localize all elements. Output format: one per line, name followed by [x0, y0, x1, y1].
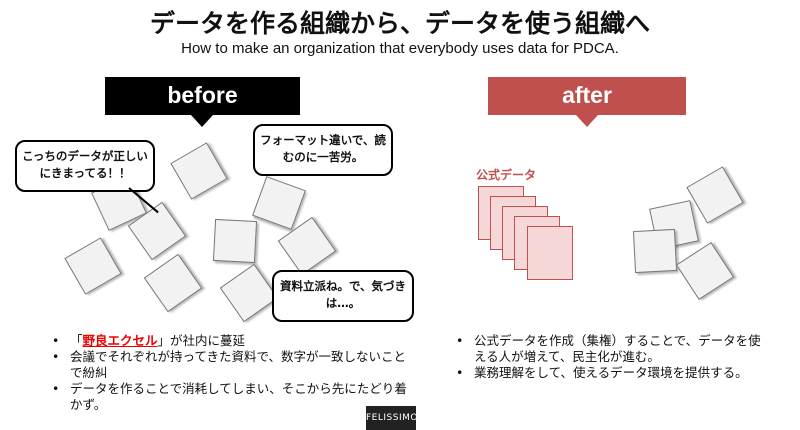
bullet-item: 業務理解をして、使えるデータ環境を提供する。: [452, 365, 772, 381]
after-label: after: [488, 77, 686, 115]
before-label: before: [105, 77, 300, 115]
bullet-item: 公式データを作成（集権）することで、データを使える人が増えて、民主化が進む。: [452, 333, 772, 365]
after-bullets: 公式データを作成（集権）することで、データを使える人が増えて、民主化が進む。 業…: [452, 333, 772, 381]
highlight-term: 野良エクセル: [82, 333, 158, 348]
scattered-document: [686, 166, 744, 224]
scattered-document: [170, 142, 228, 200]
scattered-document: [632, 228, 678, 274]
felissimo-logo: FELISSIMO: [366, 406, 417, 430]
bullet-item: 会議でそれぞれが持ってきた資料で、数字が一致しないことで紛糾: [48, 349, 408, 381]
page-subtitle: How to make an organization that everybo…: [181, 40, 619, 57]
scattered-document: [675, 241, 735, 301]
scattered-document: [252, 176, 306, 230]
before-pointer: [191, 115, 213, 127]
scattered-document: [64, 237, 122, 295]
speech-bubble-insight: 資料立派ね。で、気づきは…。: [272, 270, 414, 322]
official-data-label: 公式データ: [476, 168, 537, 182]
after-pointer: [576, 115, 598, 127]
bullet-suffix: 」が社内に蔓延: [157, 333, 246, 348]
before-bullets: 「野良エクセル」が社内に蔓延 会議でそれぞれが持ってきた資料で、数字が一致しない…: [48, 333, 408, 413]
page-title: データを作る組織から、データを使う組織へ: [149, 9, 650, 38]
bullet-item: データを作ることで消耗してしまい、そこから先にたどり着かず。: [48, 381, 408, 413]
bullet-prefix: 「: [70, 333, 83, 348]
official-document: [527, 226, 573, 280]
scattered-document: [219, 263, 279, 323]
speech-bubble-correct-data: こっちのデータが正しいにきまってる！！: [15, 140, 155, 192]
bullet-item: 「野良エクセル」が社内に蔓延: [48, 333, 408, 349]
speech-bubble-format: フォーマット違いで、読むのに一苦労。: [253, 124, 393, 176]
scattered-document: [212, 218, 258, 264]
scattered-document: [143, 253, 203, 313]
